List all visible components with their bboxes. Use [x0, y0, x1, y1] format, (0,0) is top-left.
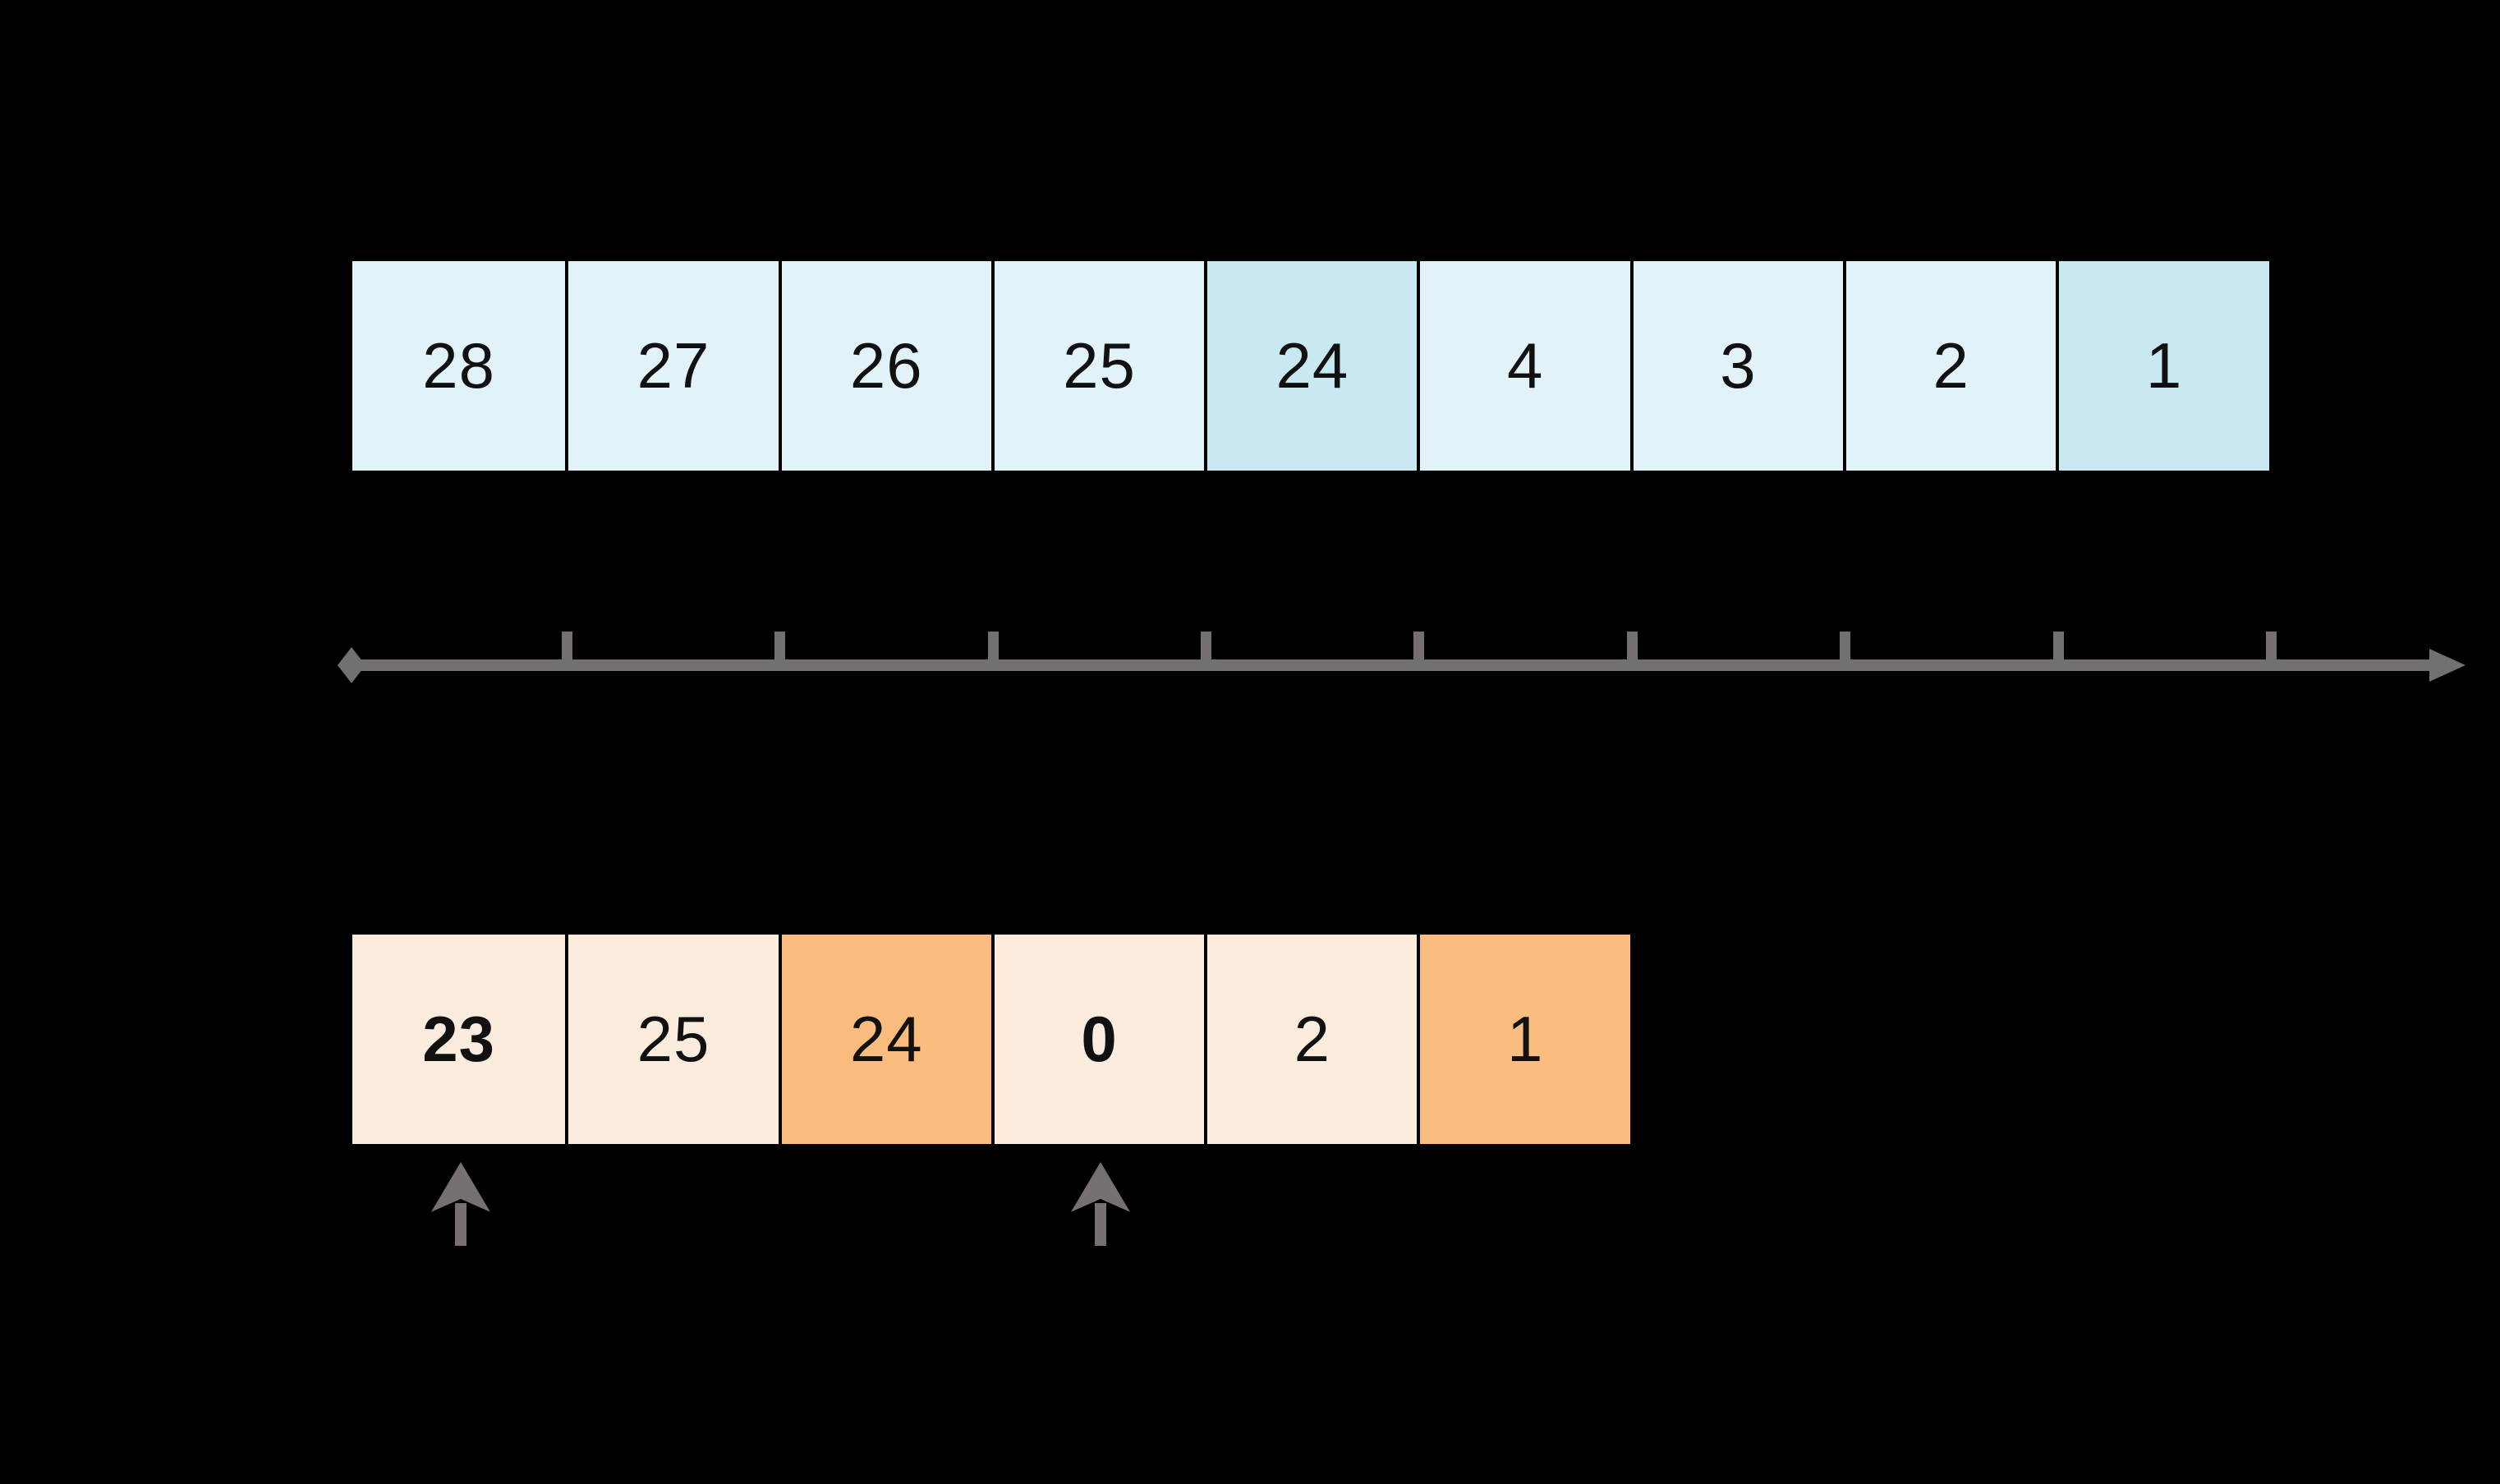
timeline-tick	[1840, 632, 1850, 661]
new-array-cell-highlighted: 1	[1417, 935, 1630, 1144]
cell-value: 4	[1506, 329, 1544, 402]
timeline-line	[347, 659, 2447, 671]
timeline-tick	[562, 632, 572, 661]
new-array-cell: 23	[352, 935, 566, 1144]
new-array-cell: 0	[990, 935, 1205, 1144]
cell-value: 24	[849, 1003, 923, 1075]
new-array-cell-highlighted: 24	[778, 935, 991, 1144]
cell-value: 23	[422, 1003, 496, 1075]
cell-value: 2	[1294, 1003, 1331, 1075]
new-array-cell: 25	[565, 935, 779, 1144]
timeline-tick	[1627, 632, 1638, 661]
old-array-cell: 26	[778, 261, 991, 471]
old-array-cell: 2	[1843, 261, 2057, 471]
new-array-cell: 2	[1204, 935, 1418, 1144]
timeline-tick	[988, 632, 999, 661]
cell-value: 2	[1932, 329, 1969, 402]
old-array-cell-highlighted: 1	[2056, 261, 2269, 471]
old-array-cell: 28	[352, 261, 566, 471]
new-array-row: 23 25 24 0 2 1	[352, 935, 1630, 1144]
pointer-arrow-first-cell	[431, 1162, 490, 1246]
cell-value: 28	[422, 329, 496, 402]
cell-value: 26	[849, 329, 923, 402]
cell-value: 3	[1720, 329, 1757, 402]
up-arrow-shaft	[1095, 1203, 1106, 1246]
timeline-tick	[1413, 632, 1424, 661]
timeline-tick	[774, 632, 785, 661]
cell-value: 24	[1275, 329, 1349, 402]
timeline-tick	[2053, 632, 2064, 661]
old-array-cell: 3	[1629, 261, 1844, 471]
old-array-cell-highlighted: 24	[1204, 261, 1418, 471]
old-array-row: 28 27 26 25 24 4 3 2 1	[352, 261, 2269, 471]
old-array-cell: 4	[1417, 261, 1630, 471]
cell-value: 0	[1081, 1003, 1118, 1075]
cell-value: 27	[636, 329, 710, 402]
old-array-cell: 25	[990, 261, 1205, 471]
cell-value: 25	[1063, 329, 1136, 402]
timeline-arrowhead-icon	[2429, 649, 2466, 682]
pointer-arrow-fourth-cell	[1071, 1162, 1130, 1246]
up-arrow-shaft	[455, 1203, 466, 1246]
timeline-tick	[1201, 632, 1211, 661]
cell-value: 1	[1506, 1003, 1544, 1075]
timeline-tick	[2266, 632, 2277, 661]
cell-value: 1	[2145, 329, 2183, 402]
old-array-cell: 27	[565, 261, 779, 471]
timeline-axis	[338, 628, 2478, 686]
cell-value: 25	[636, 1003, 710, 1075]
